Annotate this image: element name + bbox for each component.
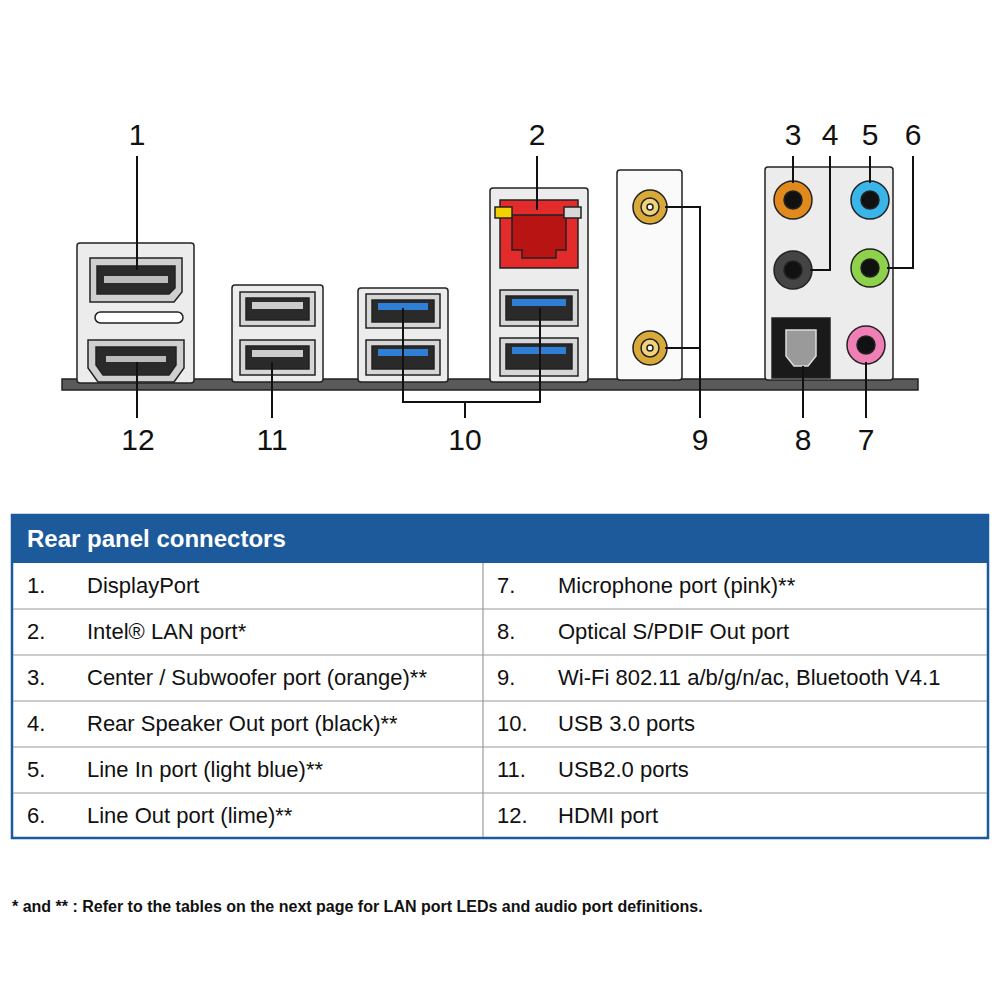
callout-number: 9 <box>670 423 730 457</box>
table-cell: Rear Speaker Out port (black)** <box>87 701 398 747</box>
table-cell: Line In port (light blue)** <box>87 747 323 793</box>
table-number: 3. <box>27 655 45 701</box>
table-cell: Optical S/PDIF Out port <box>558 609 789 655</box>
table-number: 4. <box>27 701 45 747</box>
callout-number: 4 <box>800 118 860 152</box>
table-cell: DisplayPort <box>87 563 199 609</box>
table-heading: Rear panel connectors <box>27 515 286 563</box>
callout-number: 7 <box>836 423 896 457</box>
callout-number: 6 <box>883 118 943 152</box>
table-cell: Center / Subwoofer port (orange)** <box>87 655 427 701</box>
table-number: 12. <box>497 793 528 839</box>
callout-number: 11 <box>242 423 302 457</box>
table-cell: HDMI port <box>558 793 658 839</box>
callout-number: 3 <box>763 118 823 152</box>
callout-number: 12 <box>108 423 168 457</box>
table-number: 7. <box>497 563 515 609</box>
callout-number: 5 <box>840 118 900 152</box>
table-number: 11. <box>497 747 526 793</box>
table-number: 2. <box>27 609 45 655</box>
table-cell: Microphone port (pink)** <box>558 563 795 609</box>
table-number: 9. <box>497 655 515 701</box>
callout-number: 1 <box>107 118 167 152</box>
table-number: 8. <box>497 609 515 655</box>
table-cell: USB 3.0 ports <box>558 701 695 747</box>
table-cell: Line Out port (lime)** <box>87 793 292 839</box>
callout-number: 8 <box>773 423 833 457</box>
callout-number: 10 <box>435 423 495 457</box>
table-number: 10. <box>497 701 528 747</box>
table-number: 5. <box>27 747 45 793</box>
table-number: 6. <box>27 793 45 839</box>
table-cell: USB2.0 ports <box>558 747 689 793</box>
table-cell: Intel® LAN port* <box>87 609 246 655</box>
footnote: * and ** : Refer to the tables on the ne… <box>12 898 703 916</box>
table-number: 1. <box>27 563 45 609</box>
table-cell: Wi-Fi 802.11 a/b/g/n/ac, Bluetooth V4.1 <box>558 655 940 701</box>
callout-number: 2 <box>507 118 567 152</box>
